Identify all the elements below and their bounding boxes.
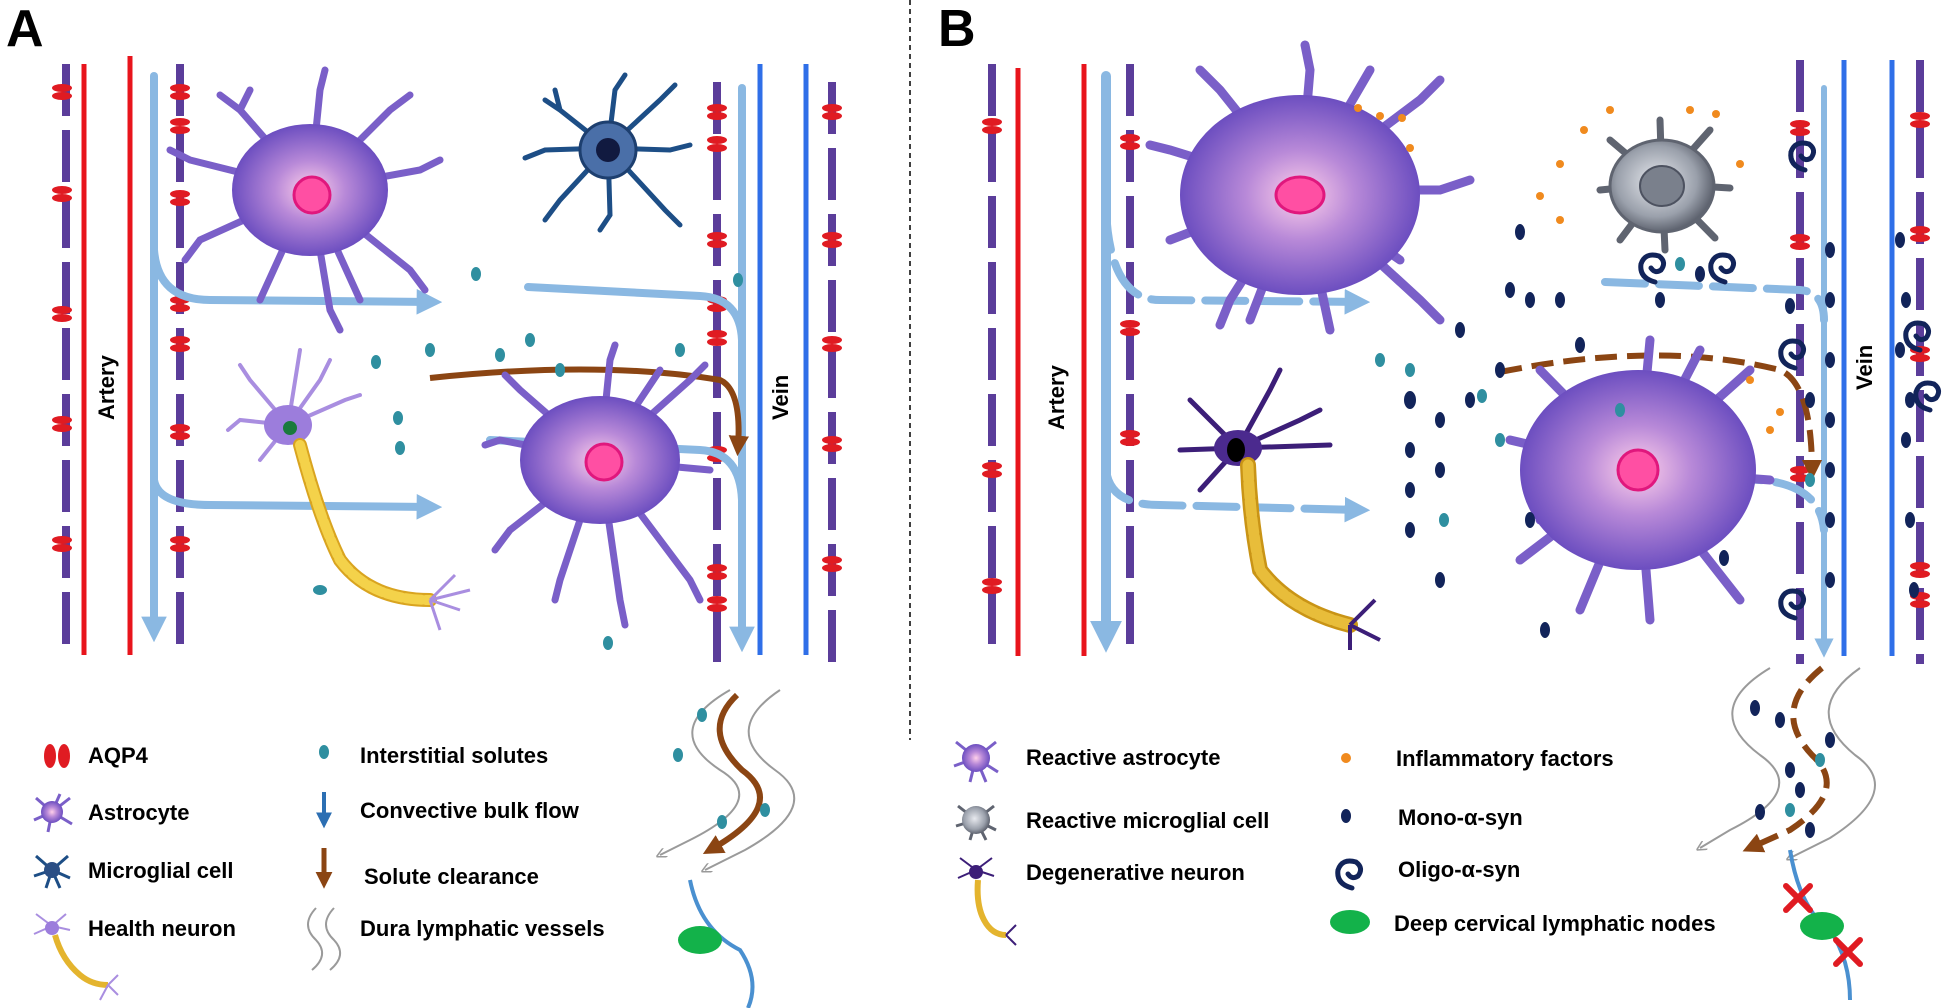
legend-mono-syn: Mono-α-syn: [1398, 805, 1523, 830]
panel-a-lymph-node: [678, 926, 722, 954]
oligo-syn-icon: [1335, 858, 1364, 891]
mono-syn-icon: [1341, 809, 1351, 823]
legend-astrocyte: Astrocyte: [88, 800, 189, 825]
panel-b-mono-syn: [1404, 224, 1919, 638]
panel-a-health-neuron: [226, 348, 471, 631]
legend-reactive-astrocyte: Reactive astrocyte: [1026, 745, 1220, 770]
lymph-node-icon: [1330, 910, 1370, 934]
panel-b-inflammatory-factors: [1354, 104, 1784, 434]
aqp4-icon: [44, 744, 70, 768]
panel-b-reactive-astrocyte-top: [1145, 40, 1475, 335]
panel-b-dura-lymphatic: [1700, 665, 1876, 1001]
blocked-mark-top: [1783, 883, 1813, 913]
legend-health-neuron: Health neuron: [88, 916, 236, 941]
panel-b-oligo-syn: [1638, 140, 1942, 621]
legend-inflammatory-factors: Inflammatory factors: [1396, 746, 1614, 771]
panel-a-microglia: [522, 72, 693, 233]
panel-a-astrocyte-top: [166, 66, 444, 334]
panel-b-solute-clearance: [1499, 352, 1823, 481]
panel-a-bulk-flow: [141, 72, 755, 653]
panel-b-reactive-astrocyte-bottom: [1505, 335, 1775, 625]
dura-lymphatic-icon: [307, 907, 341, 971]
b-artery-label: Artery: [1044, 364, 1069, 430]
panel-b-degenerative-neuron: [1177, 367, 1381, 650]
legend-interstitial-solutes: Interstitial solutes: [360, 743, 548, 768]
interstitial-solute-icon: [319, 745, 329, 759]
panel-b: B Artery Vein: [938, 0, 1942, 1001]
legend-deep-cervical-nodes: Deep cervical lymphatic nodes: [1394, 911, 1716, 936]
legend-solute-clearance: Solute clearance: [364, 864, 539, 889]
panel-a: A: [6, 0, 842, 1008]
reactive-astrocyte-icon: [953, 740, 999, 783]
legend-degenerative-neuron: Degenerative neuron: [1026, 860, 1245, 885]
legend-oligo-syn: Oligo-α-syn: [1398, 857, 1520, 882]
blocked-mark-bottom: [1833, 937, 1863, 967]
degenerative-neuron-icon: [957, 857, 1017, 946]
b-vein-label: Vein: [1852, 345, 1877, 390]
panel-b-letter: B: [938, 0, 976, 58]
panel-a-legend: AQP4 Astrocyte Microglial cell Health ne…: [33, 743, 605, 1001]
microglia-icon: [33, 854, 71, 889]
panel-a-aqp4-channels: [52, 84, 842, 612]
artery-label: Artery: [94, 354, 119, 420]
panel-a-astrocyte-bottom: [481, 341, 714, 629]
panel-b-solutes: [1375, 257, 1815, 527]
legend-convective-bulk-flow: Convective bulk flow: [360, 798, 580, 823]
legend-microglial-cell: Microglial cell: [88, 858, 234, 883]
legend-aqp4: AQP4: [88, 743, 149, 768]
panel-a-solutes: [313, 267, 743, 650]
legend-reactive-microglial-cell: Reactive microglial cell: [1026, 808, 1269, 833]
neuron-icon: [33, 913, 119, 1001]
inflammatory-factor-icon: [1341, 753, 1351, 763]
panel-b-reactive-microglia: [1596, 116, 1734, 254]
panel-b-bulk-flow: [1089, 71, 1834, 658]
astrocyte-icon: [33, 793, 73, 833]
legend-dura-lymphatic-vessels: Dura lymphatic vessels: [360, 916, 605, 941]
panel-b-lymph-node: [1800, 912, 1844, 940]
reactive-microglia-icon: [955, 804, 997, 841]
panel-a-dura-lymphatic: [660, 689, 796, 1008]
vein-label: Vein: [768, 375, 793, 420]
panel-a-letter: A: [6, 0, 44, 58]
panel-b-legend: Reactive astrocyte Reactive microglial c…: [953, 740, 1716, 946]
